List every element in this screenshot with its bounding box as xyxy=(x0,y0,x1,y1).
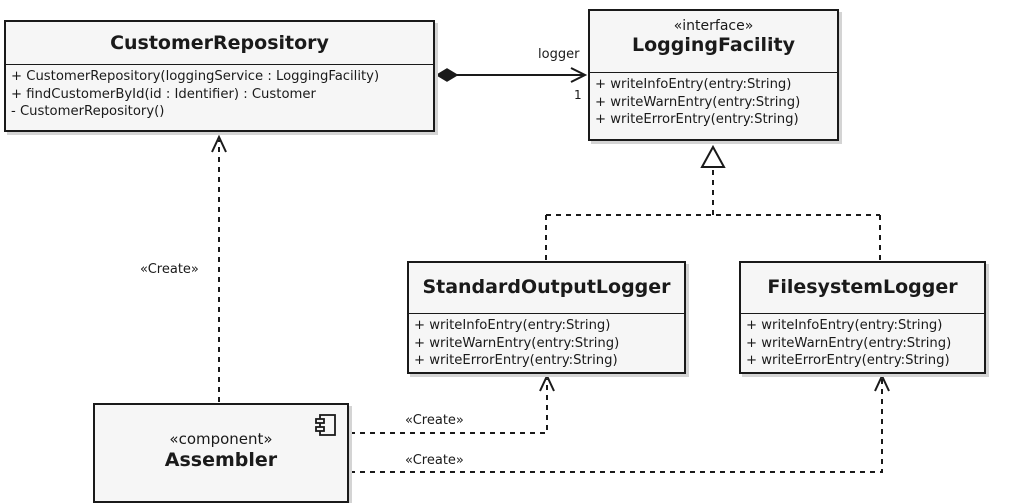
create-dependency-filesystem-logger xyxy=(350,373,890,473)
dependency-arrowhead xyxy=(539,373,555,392)
class-name: LoggingFacility xyxy=(632,34,795,56)
operation: + writeErrorEntry(entry:String) xyxy=(414,353,618,368)
create-label-standard-logger: «Create» xyxy=(405,413,464,428)
operations-compartment: + writeInfoEntry(entry:String) + writeWa… xyxy=(409,314,684,370)
operations-compartment: + CustomerRepository(loggingService : Lo… xyxy=(6,65,433,121)
realization-triangle xyxy=(700,144,726,168)
operation: + writeInfoEntry(entry:String) xyxy=(746,318,943,333)
operation: + writeWarnEntry(entry:String) xyxy=(414,335,620,351)
stereotype-label: «interface» xyxy=(673,18,754,34)
association-role-label: logger xyxy=(538,47,580,62)
class-name: StandardOutputLogger xyxy=(422,276,671,298)
operations-compartment: + writeInfoEntry(entry:String) + writeWa… xyxy=(741,314,984,370)
class-header: FilesystemLogger xyxy=(741,263,984,314)
operation: + writeInfoEntry(entry:String) xyxy=(414,318,611,333)
operation: + writeInfoEntry(entry:String) xyxy=(595,77,792,92)
create-dependency-repository xyxy=(211,134,227,402)
component-icon xyxy=(315,414,336,436)
create-dependency-standard-logger xyxy=(350,373,555,434)
component-name: Assembler xyxy=(164,449,278,471)
operation: + writeErrorEntry(entry:String) xyxy=(595,112,799,127)
association-multiplicity-label: 1 xyxy=(574,88,582,102)
operation: - CustomerRepository() xyxy=(11,104,165,119)
standard-output-logger-class[interactable]: StandardOutputLogger + writeInfoEntry(en… xyxy=(407,261,686,374)
class-header: StandardOutputLogger xyxy=(409,263,684,314)
class-name: CustomerRepository xyxy=(110,32,329,54)
composition-diamond xyxy=(435,68,459,82)
class-header: «interface» LoggingFacility xyxy=(590,11,837,73)
dependency-arrowhead xyxy=(874,373,890,392)
operation: + writeErrorEntry(entry:String) xyxy=(746,353,950,368)
logging-facility-interface[interactable]: «interface» LoggingFacility + writeInfoE… xyxy=(588,9,839,141)
filesystem-logger-class[interactable]: FilesystemLogger + writeInfoEntry(entry:… xyxy=(739,261,986,374)
dependency-arrowhead xyxy=(211,134,227,153)
stereotype-label: «component» xyxy=(169,430,273,448)
realization-connector xyxy=(545,144,881,260)
create-label-filesystem-logger: «Create» xyxy=(405,453,464,468)
operation: + findCustomerById(id : Identifier) : Cu… xyxy=(11,86,316,102)
operation: + CustomerRepository(loggingService : Lo… xyxy=(11,69,380,84)
class-header: CustomerRepository xyxy=(6,22,433,65)
composition-arrowhead xyxy=(570,67,588,83)
operation: + writeWarnEntry(entry:String) xyxy=(595,94,801,110)
assembler-component[interactable]: «component» Assembler xyxy=(93,403,349,503)
operations-compartment: + writeInfoEntry(entry:String) + writeWa… xyxy=(590,73,837,129)
operation: + writeWarnEntry(entry:String) xyxy=(746,335,952,351)
composition-connector xyxy=(435,67,588,83)
customer-repository-class[interactable]: CustomerRepository + CustomerRepository(… xyxy=(4,20,435,132)
create-label-repository: «Create» xyxy=(140,262,199,277)
class-name: FilesystemLogger xyxy=(767,276,958,298)
